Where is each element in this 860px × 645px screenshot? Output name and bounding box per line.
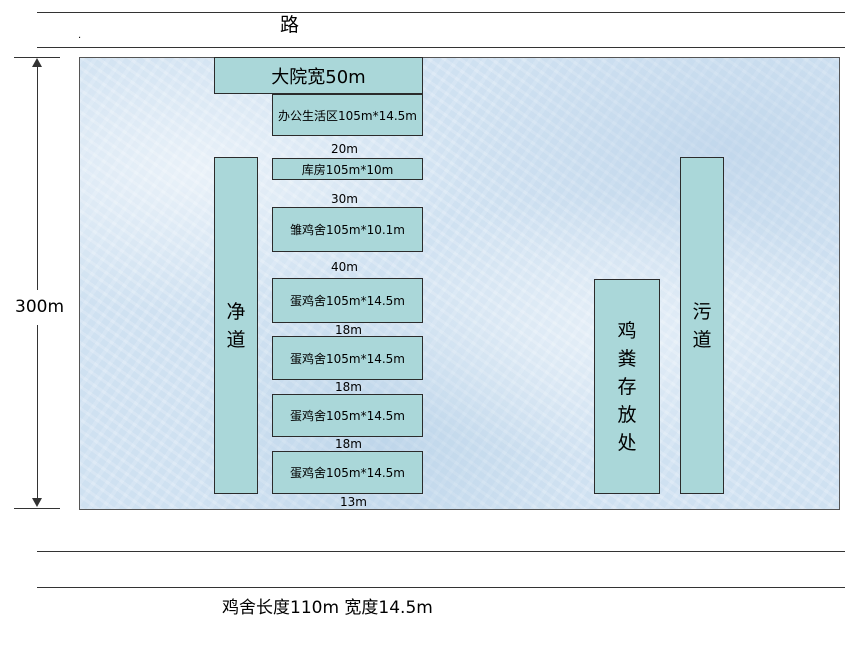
layer-house-block: 蛋鸡舍105m*14.5m (272, 336, 423, 380)
manure-storage-char: 处 (617, 431, 637, 454)
warehouse-block: 库房105m*10m (272, 158, 423, 180)
road-top-line (37, 12, 845, 13)
farm-site-area (79, 57, 840, 510)
layer-house-label: 蛋鸡舍105m*14.5m (289, 409, 405, 423)
layer-house-label: 蛋鸡舍105m*14.5m (289, 351, 405, 366)
office-block: 办公生活区105m*14.5m (272, 94, 423, 136)
layer-house-label: 蛋鸡舍105m*14.5m (289, 294, 405, 308)
dimension-bottom-tick (14, 508, 60, 509)
dimension-line-lower (37, 325, 38, 503)
manure-storage-char: 放 (617, 403, 637, 426)
dirty-road-block: 污 道 (680, 157, 724, 494)
dimension-arrow-down-icon (32, 498, 42, 507)
gap-label: 13m (340, 495, 367, 509)
warehouse-label: 库房105m*10m (301, 162, 394, 177)
gap-label: 40m (331, 260, 358, 274)
gap-label: 18m (335, 380, 362, 394)
clean-road-char: 道 (226, 328, 246, 351)
layer-house-block: 蛋鸡舍105m*14.5m (272, 394, 423, 437)
bottom-line-lower (37, 587, 845, 588)
dimension-label-300m: 300m (15, 297, 65, 317)
gap-label: 20m (331, 142, 358, 156)
bottom-line-upper (37, 551, 845, 552)
stray-dot: . (78, 30, 82, 41)
manure-storage-char: 粪 (617, 347, 637, 370)
house-size-caption: 鸡舍长度110m 宽度14.5m (222, 598, 433, 618)
chick-house-block: 雏鸡舍105m*10.1m (272, 207, 423, 252)
gap-label: 30m (331, 192, 358, 206)
manure-storage-char: 存 (617, 375, 637, 398)
dirty-road-char: 道 (692, 328, 712, 351)
dimension-arrow-up-icon (32, 58, 42, 67)
clean-road-char: 净 (226, 300, 246, 323)
gap-label: 18m (335, 323, 362, 337)
clean-road-block: 净 道 (214, 157, 258, 494)
gap-label: 18m (335, 437, 362, 451)
yard-block: 大院宽50m (214, 57, 423, 94)
dimension-top-tick (14, 57, 60, 58)
manure-storage-block: 鸡 粪 存 放 处 (594, 279, 660, 494)
layer-house-block: 蛋鸡舍105m*14.5m (272, 451, 423, 494)
manure-storage-char: 鸡 (617, 319, 637, 342)
office-label: 办公生活区105m*14.5m (277, 108, 417, 123)
yard-label: 大院宽50m (271, 66, 366, 88)
road-bottom-line (37, 47, 845, 48)
layer-house-block: 蛋鸡舍105m*14.5m (272, 278, 423, 323)
layer-house-label: 蛋鸡舍105m*14.5m (289, 466, 405, 480)
road-label: 路 (280, 14, 300, 36)
dirty-road-char: 污 (692, 300, 712, 323)
dimension-line-upper (37, 60, 38, 290)
chick-house-label: 雏鸡舍105m*10.1m (289, 223, 405, 237)
